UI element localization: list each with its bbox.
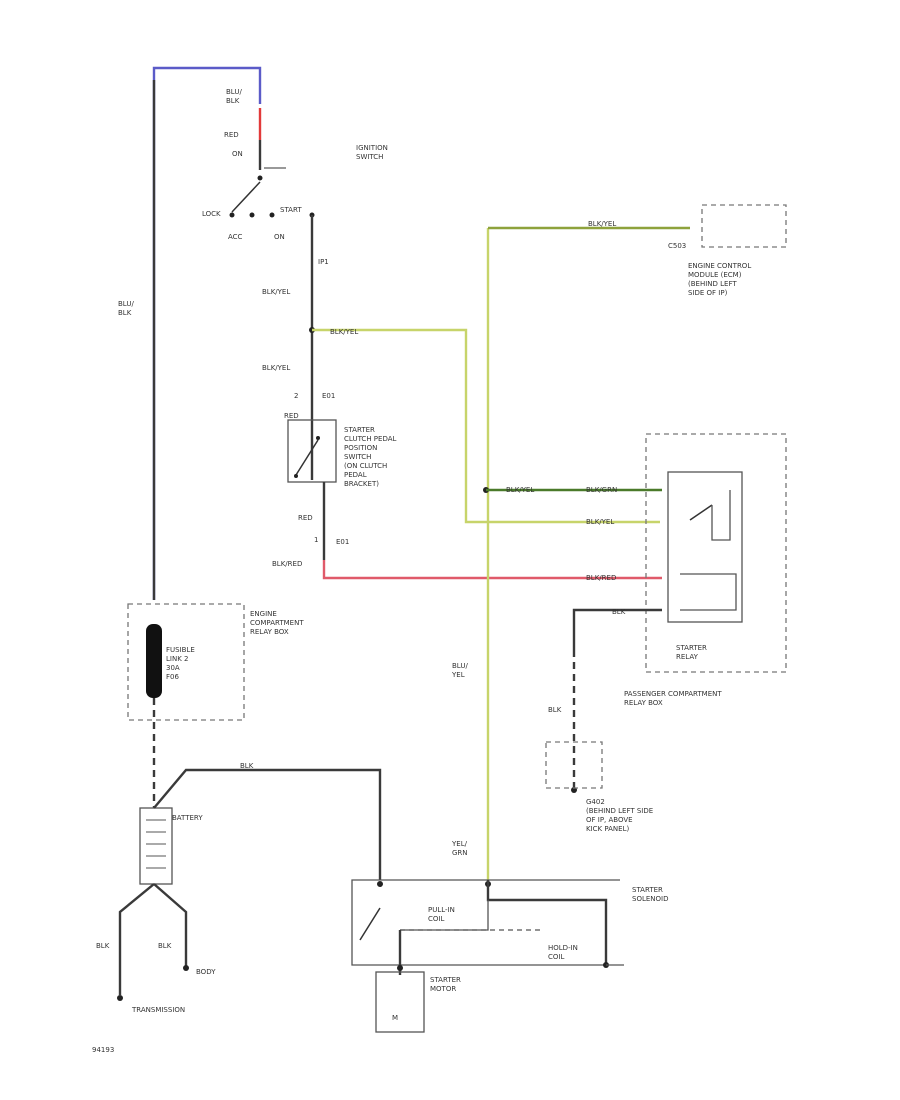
lbl-pin1: 1 (314, 536, 318, 544)
lbl-ign-on: ON (232, 150, 243, 158)
lbl-blk-mid: BLK (158, 942, 172, 950)
solenoid-box (351, 879, 620, 966)
lbl-battery: BATTERY (172, 814, 203, 822)
lbl-blk-yel-2: BLK/YEL (330, 328, 358, 336)
starter-motor-box (375, 971, 425, 1033)
wire-battery-body (153, 883, 188, 966)
lbl-red: RED (224, 131, 239, 139)
starter-relay-box (667, 471, 743, 623)
engine-relay-box (127, 603, 245, 721)
lbl-e01-bot: E01 (336, 538, 349, 546)
lbl-yel-grn: YEL/GRN (451, 840, 468, 857)
lbl-lock: LOCK (202, 210, 221, 218)
lbl-blk-yel-3: BLK/YEL (262, 364, 290, 372)
lbl-red-upper: RED (284, 412, 299, 420)
ign-switch-lever (231, 181, 261, 213)
lbl-blk-left: BLK (96, 942, 110, 950)
lbl-blk-yel-1: BLK/YEL (262, 288, 290, 296)
lbl-fig-id: 94193 (92, 1046, 114, 1054)
lbl-blk-grn: BLK/GRN (586, 486, 617, 494)
lbl-blk-yel-ecm: BLK/YEL (588, 220, 616, 228)
lbl-blk-red-relay: BLK/RED (586, 574, 616, 582)
svg-text:M: M (392, 1014, 398, 1022)
lbl-ip1: IP1 (318, 258, 329, 266)
passenger-relay-box (645, 433, 787, 673)
lbl-e01-top: E01 (322, 392, 335, 400)
lbl-blk-relay: BLK (612, 608, 626, 616)
lbl-blk-batt: BLK (240, 762, 254, 770)
lbl-blk-yel-relay1: BLK/YEL (506, 486, 534, 494)
lbl-blu-blk-left: BLU/BLK (118, 300, 134, 317)
lbl-blk-yel-relay2: BLK/YEL (586, 518, 614, 526)
lbl-c503: C503 (668, 242, 686, 250)
lbl-start: START (280, 206, 302, 214)
wire-blk-yel-branch (312, 328, 660, 524)
lbl-blu-blk-top: BLU/BLK (226, 88, 242, 105)
lbl-body: BODY (196, 968, 216, 976)
g402-box (545, 741, 603, 789)
lbl-blk-g: BLK (548, 706, 562, 714)
lbl-acc: ACC (228, 233, 243, 241)
lbl-on: ON (274, 233, 285, 241)
wire-battery-ground (118, 883, 155, 995)
lbl-blu-yel: BLU/YEL (451, 662, 468, 679)
wire-blk-red (322, 560, 662, 580)
lbl-blk-red: BLK/RED (272, 560, 302, 568)
lbl-pin2: 2 (294, 392, 298, 400)
lbl-red-lower: RED (298, 514, 313, 522)
clutch-switch-box (287, 419, 337, 483)
wire-blu-blk-top (152, 66, 262, 600)
ecm-box (701, 204, 787, 248)
fusible-link (146, 624, 162, 698)
wire-blk-relay (572, 608, 662, 650)
wire-blk-batt-to-solenoid (153, 768, 382, 880)
battery-box (139, 807, 173, 885)
lbl-transmission: TRANSMISSION (131, 1006, 185, 1014)
